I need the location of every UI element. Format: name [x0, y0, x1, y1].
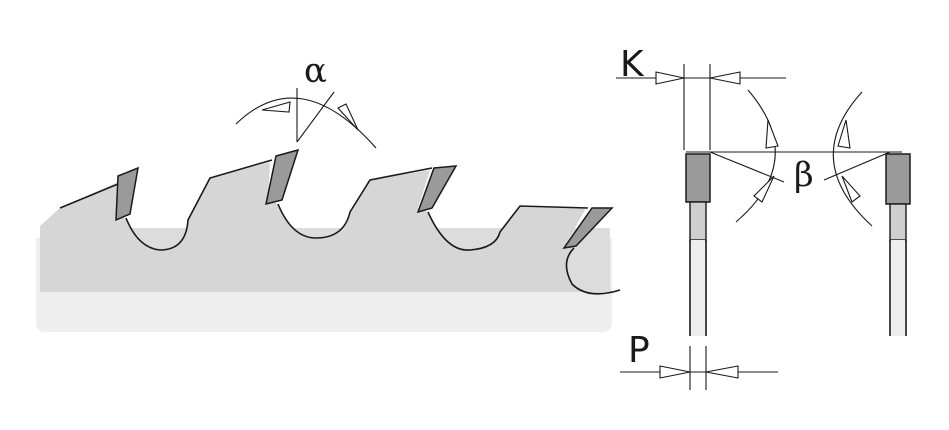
beta-label: β: [794, 155, 814, 195]
right-section: [885, 153, 911, 336]
beta-angle: β: [686, 89, 902, 227]
p-label: P: [628, 330, 650, 371]
left-section: [685, 153, 711, 336]
alpha-angle: α: [235, 51, 377, 149]
carbide-tips: [115, 148, 614, 250]
p-dimension: P: [620, 330, 778, 390]
alpha-label: α: [304, 51, 327, 91]
k-label: K: [620, 44, 645, 85]
blade-body: [36, 159, 621, 332]
k-dimension: K: [616, 44, 786, 150]
